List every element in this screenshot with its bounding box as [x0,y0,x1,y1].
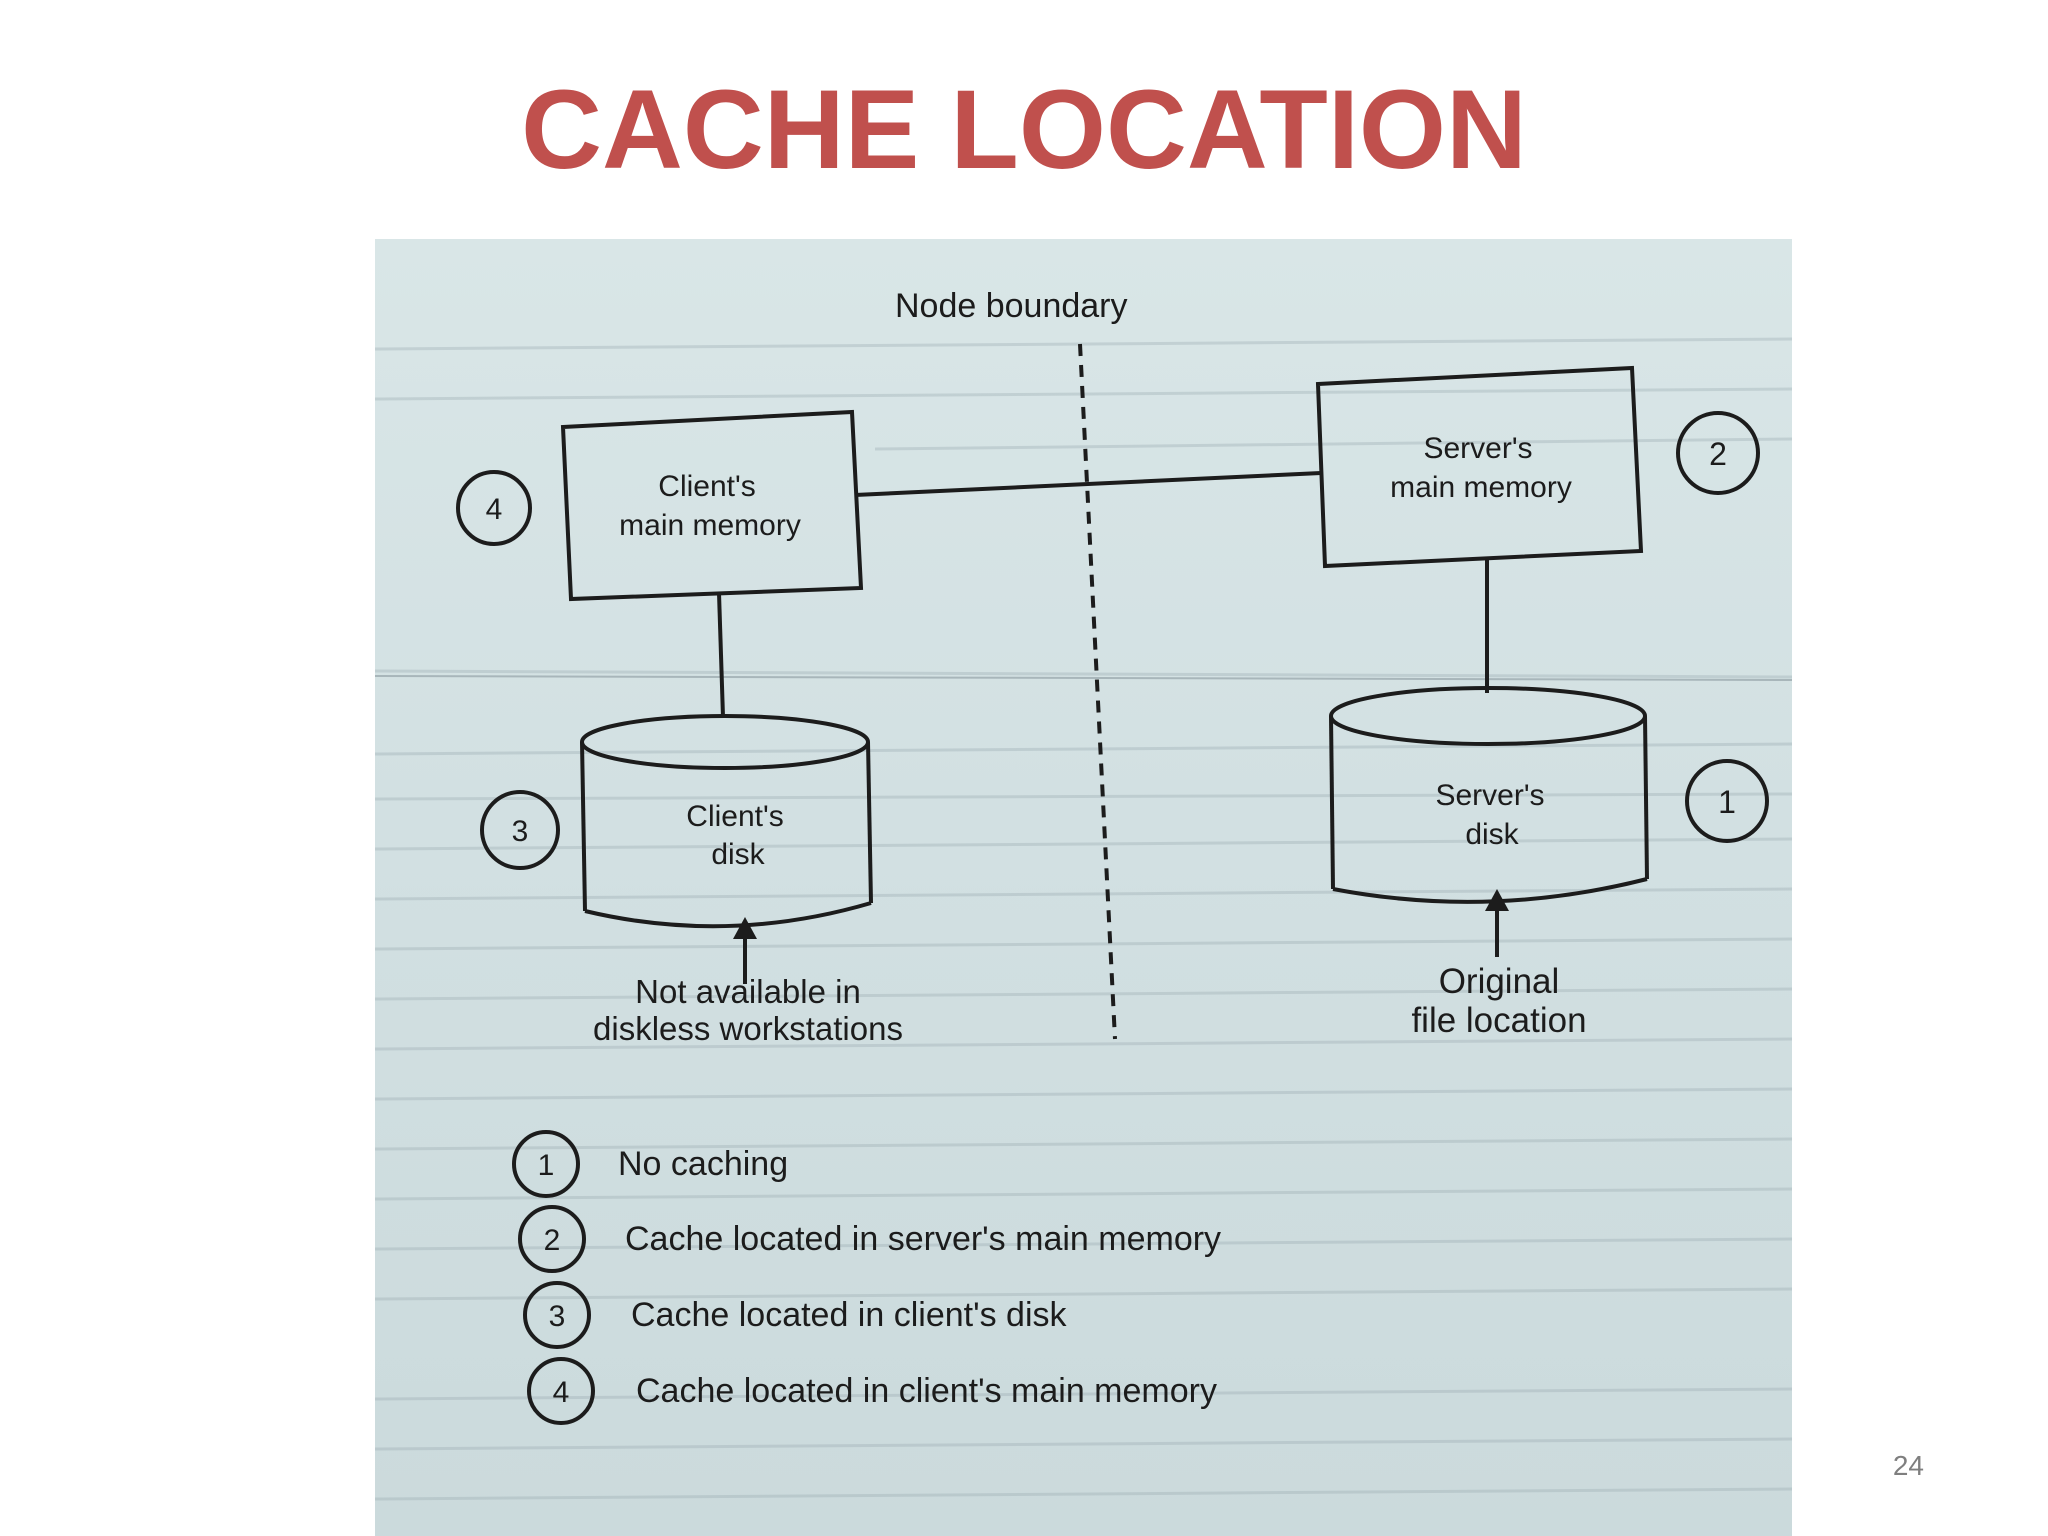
client-memory-marker: 4 [486,493,503,526]
legend-marker: 3 [549,1300,566,1333]
legend: 1 No caching 2 Cache located in server's… [512,1130,1221,1425]
marker-4-circle [456,470,532,546]
client-disk-line1: Client's [686,800,783,833]
server-main-memory-box [1315,365,1644,569]
legend-text: Cache located in client's disk [631,1296,1067,1334]
node-boundary-line [1078,343,1117,1040]
slide-title: CACHE LOCATION [521,67,1527,192]
server-disk-arrow [1485,889,1509,957]
client-disk-cylinder [580,714,873,929]
server-disk-marker: 1 [1718,784,1736,820]
server-memory-line2: main memory [1390,471,1572,504]
node-boundary-label: Node boundary [895,287,1128,325]
legend-item: 1 No caching [512,1130,788,1198]
client-memory-line1: Client's [658,470,755,503]
legend-marker: 1 [538,1149,555,1182]
client-main-memory-box [560,409,864,602]
legend-text: No caching [618,1145,788,1183]
client-disk-arrow [733,917,757,984]
marker-2-circle [1676,411,1760,495]
legend-text: Cache located in client's main memory [636,1372,1217,1410]
memory-link-line [854,471,1322,497]
legend-text: Cache located in server's main memory [625,1220,1221,1258]
client-disk-line2: disk [711,838,765,871]
server-disk-cylinder [1329,686,1649,904]
background-text-texture [375,337,1792,1501]
client-disk-marker: 3 [512,815,529,848]
server-disk-note-line1: Original [1439,962,1560,1001]
legend-item: 4 Cache located in client's main memory [527,1357,1217,1425]
server-disk-note-line2: file location [1411,1001,1586,1040]
marker-3-circle [480,790,560,870]
legend-marker: 2 [544,1224,561,1257]
client-disk-note-line1: Not available in [635,973,861,1010]
page-rule-line [375,675,1792,681]
server-memory-line1: Server's [1423,432,1532,465]
client-memory-disk-link [717,592,725,718]
diagram-photo: Node boundary Client's main memory 4 Ser… [375,239,1792,1536]
server-disk-line2: disk [1465,818,1519,851]
server-disk-line1: Server's [1435,779,1544,812]
page-number: 24 [1892,1450,1924,1481]
legend-marker: 4 [553,1376,570,1409]
client-memory-line2: main memory [619,509,801,542]
server-memory-marker: 2 [1709,436,1727,472]
legend-item: 3 Cache located in client's disk [523,1281,1067,1349]
cache-location-diagram: Node boundary Client's main memory 4 Ser… [375,287,1792,1501]
legend-item: 2 Cache located in server's main memory [518,1205,1221,1273]
marker-1-circle [1685,759,1769,843]
client-disk-note-line2: diskless workstations [593,1010,903,1047]
